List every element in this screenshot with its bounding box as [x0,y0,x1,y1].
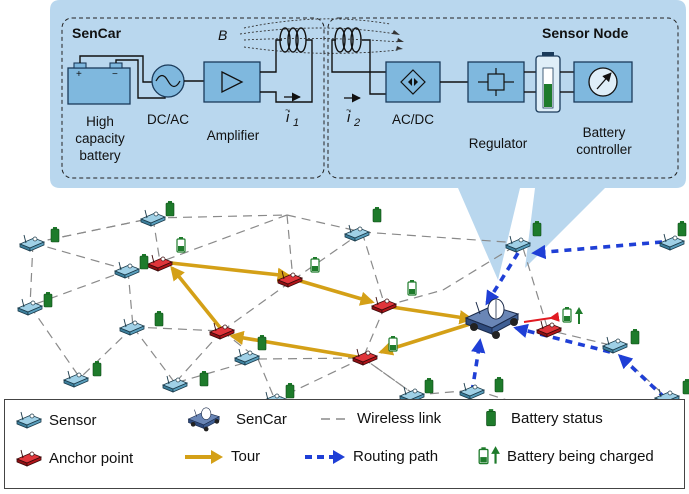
rectifier-icon [385,61,441,103]
high-capacity-battery-icon: + − [67,62,131,105]
sensor-icon [234,348,260,366]
battery-icon [677,220,687,237]
sensor-icon [114,261,140,279]
current-i2-sub: 2 [353,117,360,129]
node-battery-icon [524,52,574,113]
legend-routing-path: Routing path [305,448,438,465]
sender-coil-icon [279,27,307,53]
magnetic-field-lines [239,18,401,54]
acdc-label: AC/DC [392,112,434,127]
battery-icon [486,408,496,427]
anchor-icon [209,322,235,340]
charging-battery-icon [562,306,583,324]
regulator-icon [467,61,525,103]
battery-icon [176,236,186,253]
sensor-icon [344,224,370,242]
legend-tour-label: Tour [231,448,261,465]
dcac-label: DC/AC [147,112,189,127]
battery-icon [630,328,640,345]
battery-icon [310,256,320,273]
battery-icon [92,360,102,377]
sensor-icon [659,233,685,251]
sensor-node-box-title: Sensor Node [542,25,629,41]
sensor-icon [505,235,531,253]
sensor-icon [19,234,45,252]
tour-path [170,261,474,360]
legend-battery-status: Battery status [483,408,603,428]
wireless-link-line-icon [321,417,351,420]
tour-arrow-icon [185,449,223,464]
battery-icon [682,378,689,395]
battery-icon [154,310,164,327]
legend-wireless-link-label: Wireless link [357,410,442,427]
battery-icon [139,253,149,270]
legend-sensor: Sensor [15,410,97,430]
amplifier-icon [203,61,261,103]
legend-battery-charging: Battery being charged [477,444,654,468]
amplifier-label: Amplifier [207,128,260,143]
sencar-box [61,17,325,179]
sensor-icon [140,209,166,227]
battery-icon [372,206,382,223]
battery-label-line2: capacity [75,131,125,146]
anchor-icon [16,449,42,467]
battery-icon [407,279,417,296]
field-label: B [218,27,227,43]
battery-icon [50,226,60,243]
sensor-icon [602,336,628,354]
svg-text:−: − [112,69,118,80]
battery-icon [424,377,434,394]
battery-icon [388,335,398,352]
battery-label-line3: battery [79,148,121,163]
charging-arrow [523,311,560,323]
sensor-icon [17,298,43,316]
svg-text:~: ~ [346,105,351,115]
regulator-label: Regulator [469,136,528,151]
current-i1-label: i [286,109,290,126]
sensor-icon [16,411,42,429]
battery-icon [494,376,504,393]
legend-sencar: SenCar [180,406,287,432]
routing-path [470,240,667,400]
legend: Sensor SenCar Wireless link Battery stat… [4,399,685,489]
battery-label-line1: High [86,114,114,129]
battery-icon [532,220,542,237]
sensor-icon [162,375,188,393]
sencar-box-title: SenCar [72,25,122,41]
anchor-icon [147,254,173,272]
meter-icon [573,61,633,103]
anchor-icon [352,348,378,366]
battery-icon [285,382,295,399]
sine-icon [151,64,185,98]
legend-sencar-label: SenCar [236,410,287,428]
battery-icon [257,334,267,351]
svg-text:+: + [76,69,82,80]
svg-text:~: ~ [285,105,290,115]
legend-sensor-label: Sensor [49,411,97,429]
sencar-icon [187,407,220,432]
controller-label-line1: Battery [583,125,626,140]
callout [50,0,686,280]
current-i1-sub: 1 [293,117,299,129]
legend-tour: Tour [185,448,260,465]
battery-icon [43,291,53,308]
current-i2-label: i [347,109,351,126]
anchor-icon [371,296,397,314]
legend-battery-charging-label: Battery being charged [507,447,654,465]
routing-arrow-icon [305,449,345,464]
controller-label-line2: controller [576,142,632,157]
anchor-icon [536,320,562,338]
sensor-nodes [17,209,685,409]
battery-icon [199,370,209,387]
legend-battery-status-label: Battery status [511,409,603,427]
legend-wireless-link: Wireless link [321,410,441,427]
legend-anchor-point: Anchor point [15,448,133,468]
sencar-icon [464,298,520,339]
sensor-node-box [327,17,679,179]
battery-icon [165,200,175,217]
legend-anchor-point-label: Anchor point [49,449,134,467]
charging-battery-icon [478,446,500,465]
legend-routing-path-label: Routing path [353,448,439,465]
